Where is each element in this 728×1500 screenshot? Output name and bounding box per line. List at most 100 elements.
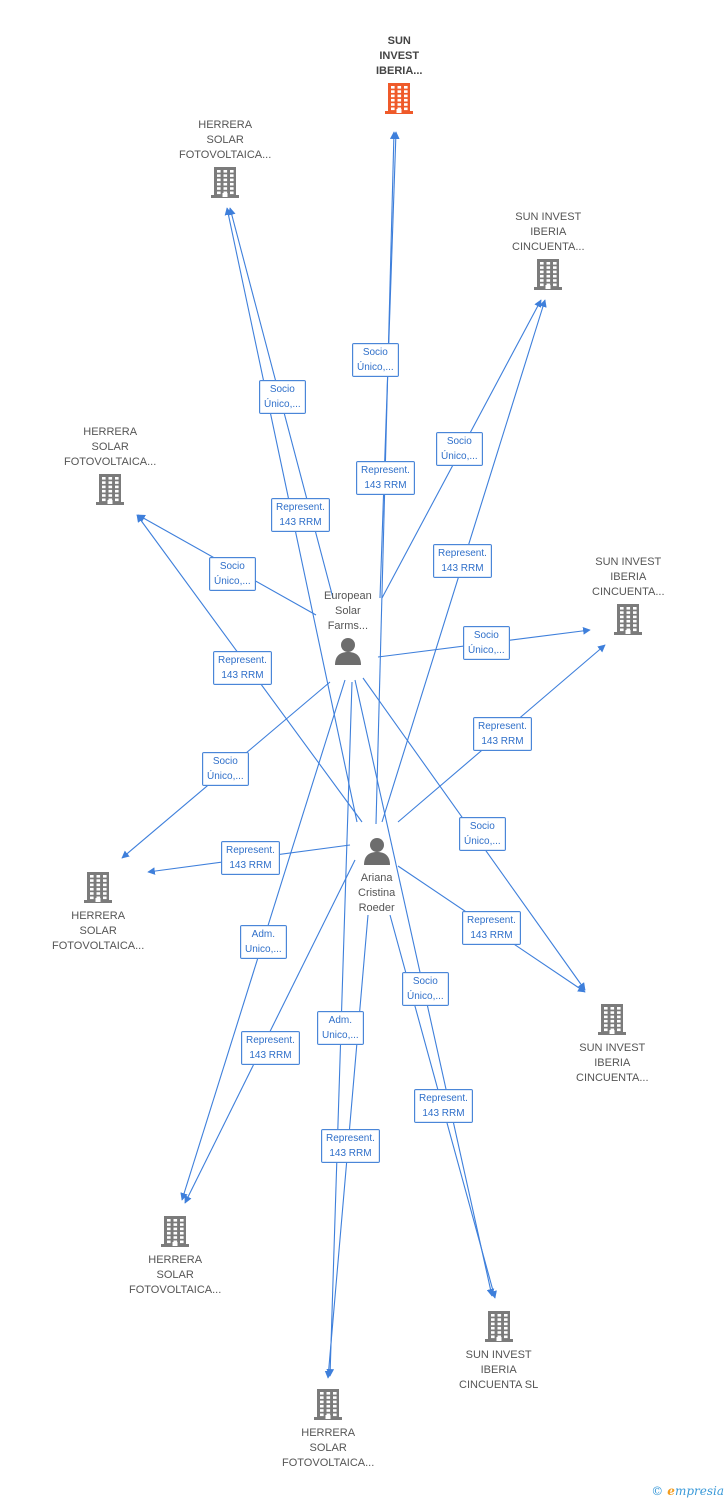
edge-label-line: Represent. xyxy=(438,548,487,559)
edge-label-line: Unico,... xyxy=(245,944,282,955)
node-label-line: HERRERA xyxy=(148,1254,203,1266)
node-sun-3[interactable]: SUN INVEST IBERIA CINCUENTA... xyxy=(592,555,665,641)
edge-label-line: Socio xyxy=(469,821,495,832)
edge-label-line: 143 RRM xyxy=(470,930,513,941)
node-label-line: CINCUENTA... xyxy=(592,586,665,598)
edge-label-line: Único,... xyxy=(464,836,501,847)
node-herrera-3[interactable]: HERRERA SOLAR FOTOVOLTAICA... xyxy=(52,868,144,954)
node-herrera-2[interactable]: HERRERA SOLAR FOTOVOLTAICA... xyxy=(64,425,156,511)
node-label-line: IBERIA xyxy=(480,1364,517,1376)
edge-label[interactable]: Represent.143 RRM xyxy=(213,651,272,685)
building-icon xyxy=(64,472,156,511)
edge-label[interactable]: Adm.Unico,... xyxy=(317,1011,364,1045)
edges-layer xyxy=(121,131,606,1379)
node-label-line: SUN INVEST xyxy=(515,211,582,223)
edge-label-line: 143 RRM xyxy=(422,1108,465,1119)
edge-label-line: Socio xyxy=(362,347,388,358)
building-icon xyxy=(129,1214,221,1253)
node-label-line: European xyxy=(324,590,372,602)
node-label-line: IBERIA xyxy=(530,226,567,238)
edge-label-line: Socio xyxy=(473,630,499,641)
edge-label[interactable]: Represent. 143 RRM xyxy=(414,1089,473,1123)
edge-label-line: Represent. xyxy=(326,1133,375,1144)
edge-label-line: Represent. xyxy=(361,465,410,476)
edge-label-line: 143 RRM xyxy=(229,860,272,871)
edge-label-line: 143 RRM xyxy=(441,563,484,574)
edge-label-line: Represent. xyxy=(419,1093,468,1104)
node-label-line: Ariana xyxy=(360,872,393,884)
edge-label-line: Socio xyxy=(219,561,245,572)
person-icon xyxy=(324,636,372,671)
node-herrera-1[interactable]: HERRERA SOLAR FOTOVOLTAICA... xyxy=(179,118,271,204)
brand-e: e xyxy=(667,1484,675,1498)
edge-label-line: Socio xyxy=(412,976,438,987)
building-icon xyxy=(52,870,144,909)
edge-label-line: Único,... xyxy=(441,451,478,462)
node-label-line: HERRERA xyxy=(83,426,138,438)
node-label-line: Roeder xyxy=(358,902,395,914)
edge-label-line: Socio xyxy=(269,384,295,395)
node-label-line: HERRERA xyxy=(71,910,126,922)
edge-label-line: 143 RRM xyxy=(279,517,322,528)
node-label-line: SOLAR xyxy=(79,925,117,937)
node-label-line: SOLAR xyxy=(91,441,129,453)
node-label-line: SOLAR xyxy=(206,134,244,146)
edge-label-line: Unico,... xyxy=(322,1030,359,1041)
node-label-line: SUN INVEST xyxy=(595,556,662,568)
edge-label[interactable]: Represent.143 RRM xyxy=(241,1031,300,1065)
edge-label-line: Único,... xyxy=(407,991,444,1002)
node-label-line: CINCUENTA... xyxy=(576,1072,649,1084)
edge-label[interactable]: Represent. 143 RRM xyxy=(321,1129,380,1163)
node-label-line: FOTOVOLTAICA... xyxy=(179,149,272,161)
edge-label[interactable]: Represent. 143 RRM xyxy=(271,498,330,532)
brand-name: mpresia xyxy=(674,1484,724,1498)
node-label-line: FOTOVOLTAICA... xyxy=(64,456,157,468)
node-label-line: IBERIA... xyxy=(376,65,423,77)
edge-label-line: Socio xyxy=(212,756,238,767)
node-label-line: Solar xyxy=(335,605,361,617)
edge-label-line: Represent. xyxy=(276,502,325,513)
building-icon xyxy=(459,1309,538,1348)
node-label-line: FOTOVOLTAICA... xyxy=(52,940,145,952)
person-icon xyxy=(358,836,395,871)
empresia-watermark: ©empresia xyxy=(651,1484,724,1498)
edge-label[interactable]: Represent.143 RRM xyxy=(356,461,415,495)
node-label-line: IBERIA xyxy=(610,571,647,583)
node-sun-4[interactable]: SUN INVEST IBERIA CINCUENTA... xyxy=(576,1000,649,1086)
edge-label-line: Represent. xyxy=(246,1035,295,1046)
building-icon xyxy=(179,165,271,204)
building-icon xyxy=(512,257,585,296)
building-icon xyxy=(592,602,665,641)
edge-label[interactable]: Adm.Unico,... xyxy=(240,925,287,959)
edge-label[interactable]: Represent.143 RRM xyxy=(462,911,521,945)
node-label-line: Farms... xyxy=(327,620,369,632)
building-icon xyxy=(576,1002,649,1041)
edge-label-line: 143 RRM xyxy=(481,736,524,747)
node-label-line: HERRERA xyxy=(198,119,253,131)
node-label-line: SUN INVEST xyxy=(579,1042,646,1054)
node-label-line: FOTOVOLTAICA... xyxy=(282,1457,375,1469)
node-label-line: IBERIA xyxy=(594,1057,631,1069)
edge-label[interactable]: Represent.143 RRM xyxy=(473,717,532,751)
node-label-line: SOLAR xyxy=(156,1269,194,1281)
edge-label[interactable]: Represent. 143 RRM xyxy=(433,544,492,578)
edge-label-line: 143 RRM xyxy=(329,1148,372,1159)
building-icon xyxy=(282,1387,374,1426)
edge-label[interactable]: Represent.143 RRM xyxy=(221,841,280,875)
